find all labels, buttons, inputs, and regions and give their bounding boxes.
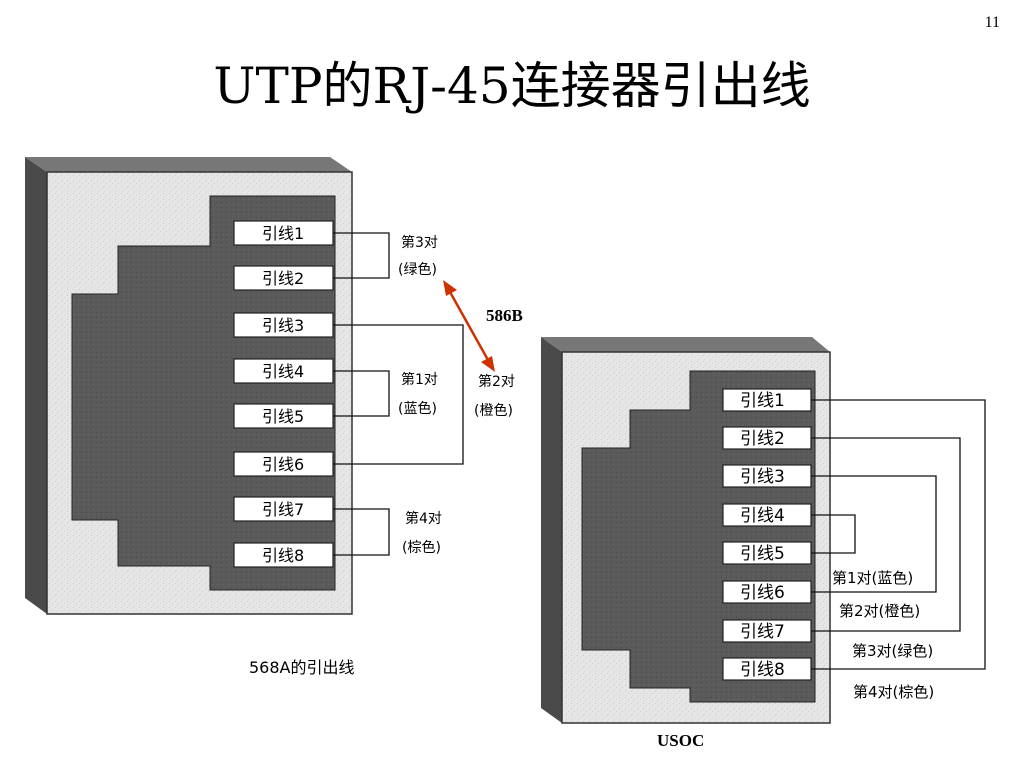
left-pair-labels: 第3对 (绿色) 第1对 (蓝色) 第2对 (橙色) 第4对 (棕色) (398, 234, 515, 556)
right-pin-6: 引线6 (722, 580, 812, 604)
right-wire-pair-4 (811, 399, 986, 670)
left-pin-list: 引线1 引线2 引线3 引线4 引线5 引线6 引线7 引线8 (233, 220, 334, 568)
pair-1-label: 第1对 (401, 371, 438, 388)
page-number: 11 (984, 14, 1000, 31)
swap-arrow (443, 280, 495, 372)
left-wire-pair-4 (333, 508, 390, 556)
arrow-label: 586B (486, 306, 523, 325)
arrow-head-down-icon (481, 356, 495, 372)
left-pin-3: 引线3 (233, 312, 334, 338)
right-pin-label: 引线8 (740, 660, 785, 680)
right-pin-label: 引线2 (740, 429, 785, 449)
left-pin-label: 引线2 (262, 269, 304, 288)
left-pin-4: 引线4 (233, 358, 334, 384)
right-pin-label: 引线7 (740, 622, 785, 642)
left-connector-top (25, 157, 352, 172)
left-pin-2: 引线2 (233, 265, 334, 291)
right-pair-4-label: 第4对(棕色) (853, 683, 934, 701)
left-pin-label: 引线3 (262, 316, 304, 335)
right-wire-pair-3 (811, 437, 961, 632)
right-pair-labels: 第1对(蓝色) 第2对(橙色) 第3对(绿色) 第4对(棕色) (832, 569, 934, 701)
right-wire-pair-1 (811, 514, 856, 554)
left-pin-6: 引线6 (233, 451, 334, 477)
right-pair-3-label: 第3对(绿色) (852, 642, 933, 660)
left-pin-8: 引线8 (233, 542, 334, 568)
right-pin-7: 引线7 (722, 619, 812, 643)
right-pin-label: 引线3 (740, 467, 785, 487)
left-pin-5: 引线5 (233, 403, 334, 429)
left-connector-cavity (71, 195, 336, 591)
left-pin-label: 引线4 (262, 362, 304, 381)
left-pin-label: 引线6 (262, 455, 304, 474)
right-pin-3: 引线3 (722, 464, 812, 488)
right-pair-wires (811, 399, 986, 670)
right-pin-2: 引线2 (722, 426, 812, 450)
right-pin-5: 引线5 (722, 541, 812, 565)
pair-4-color: (棕色) (402, 539, 441, 556)
right-connector-top (541, 337, 830, 352)
right-pin-label: 引线4 (740, 506, 785, 526)
left-pin-label: 引线7 (262, 500, 304, 519)
left-pin-1: 引线1 (233, 220, 334, 246)
left-wire-pair-3 (333, 232, 390, 279)
left-pin-label: 引线5 (262, 407, 304, 426)
left-connector (25, 157, 353, 615)
pair-2-color: (橙色) (474, 402, 513, 419)
arrow-head-up-icon (443, 280, 457, 296)
right-wire-pair-2 (811, 475, 937, 593)
left-connector-side (25, 157, 47, 614)
left-pin-label: 引线1 (262, 224, 304, 243)
left-pin-7: 引线7 (233, 496, 334, 522)
right-pin-8: 引线8 (722, 657, 812, 681)
right-pin-label: 引线5 (740, 544, 785, 564)
right-connector-cavity (581, 370, 816, 703)
right-connector-caption: USOC (657, 731, 704, 750)
pair-2-label: 第2对 (478, 373, 515, 390)
right-pin-label: 引线1 (740, 391, 785, 411)
pair-3-label: 第3对 (401, 234, 438, 251)
right-pin-1: 引线1 (722, 388, 812, 412)
left-pin-label: 引线8 (262, 546, 304, 565)
right-pair-1-label: 第1对(蓝色) (832, 569, 913, 587)
pair-4-label: 第4对 (405, 510, 442, 527)
left-pair-wires (333, 232, 464, 556)
left-connector-caption: 568A的引出线 (249, 658, 355, 677)
pair-1-color: (蓝色) (398, 400, 437, 417)
left-wire-pair-2 (333, 324, 464, 465)
right-connector-side (541, 337, 562, 723)
right-pin-list: 引线1 引线2 引线3 引线4 引线5 引线6 引线7 引线8 (722, 388, 812, 681)
pair-3-color: (绿色) (398, 261, 437, 278)
right-pin-4: 引线4 (722, 503, 812, 527)
right-pair-2-label: 第2对(橙色) (839, 602, 920, 620)
right-pin-label: 引线6 (740, 583, 785, 603)
left-wire-pair-1 (333, 370, 390, 417)
slide-title: UTP的RJ-45连接器引出线 (213, 57, 811, 115)
